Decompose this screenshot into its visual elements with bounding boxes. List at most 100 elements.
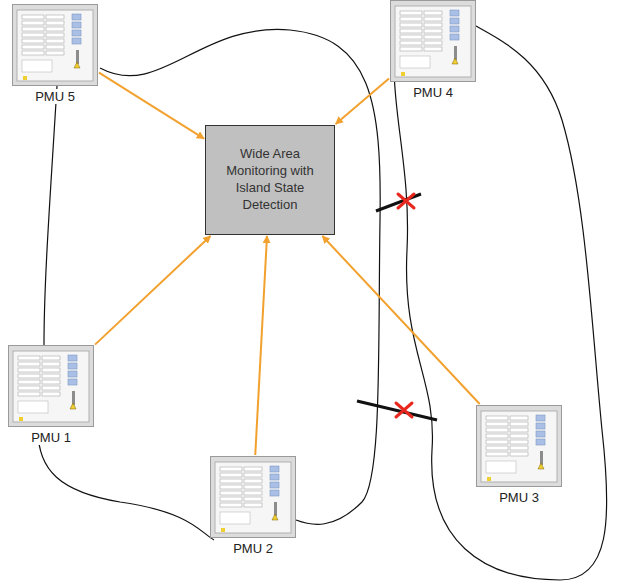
module-slot bbox=[18, 368, 40, 372]
indicator-button bbox=[68, 379, 77, 385]
power-line bbox=[394, 20, 607, 580]
module-slot bbox=[42, 374, 60, 378]
module-slot bbox=[46, 33, 64, 37]
data-link-arrow bbox=[99, 73, 204, 139]
module-slot bbox=[244, 491, 262, 495]
module-slot bbox=[424, 35, 442, 39]
indicator-button bbox=[68, 355, 77, 361]
module-slot bbox=[400, 29, 422, 33]
pmu-cabinet-icon bbox=[210, 456, 296, 538]
warning-sign bbox=[487, 477, 491, 481]
data-link-arrow bbox=[322, 236, 479, 404]
module-slot bbox=[42, 386, 60, 390]
module-slot bbox=[22, 45, 44, 49]
module-slot bbox=[42, 368, 60, 372]
module-slot bbox=[46, 15, 64, 19]
nameplate bbox=[22, 60, 52, 72]
module-slot bbox=[510, 434, 528, 438]
power-line bbox=[44, 86, 57, 345]
device-label: PMU 1 bbox=[29, 430, 73, 445]
module-slot bbox=[424, 11, 442, 15]
module-slot bbox=[400, 17, 422, 21]
module-slot bbox=[510, 452, 528, 456]
power-line bbox=[100, 29, 380, 524]
module-slot bbox=[510, 446, 528, 450]
nameplate bbox=[486, 461, 516, 473]
module-slot bbox=[42, 356, 60, 360]
warning-sign bbox=[74, 62, 80, 68]
pmu-cabinet-icon bbox=[390, 0, 476, 82]
module-slot bbox=[244, 503, 262, 507]
module-slot bbox=[400, 35, 422, 39]
warning-sign bbox=[538, 463, 544, 469]
pmu-device: PMU 3 bbox=[476, 405, 562, 505]
indicator-button bbox=[536, 439, 545, 445]
device-label: PMU 2 bbox=[231, 541, 275, 556]
module-slot bbox=[486, 416, 508, 420]
indicator-button bbox=[536, 415, 545, 421]
module-slot bbox=[18, 362, 40, 366]
module-slot bbox=[220, 473, 242, 477]
indicator-button bbox=[450, 18, 459, 24]
module-slot bbox=[42, 362, 60, 366]
door-handle bbox=[76, 50, 79, 64]
module-slot bbox=[46, 45, 64, 49]
open-breaker-mark bbox=[398, 194, 414, 208]
module-slot bbox=[510, 416, 528, 420]
module-slot bbox=[220, 497, 242, 501]
module-slot bbox=[42, 392, 60, 396]
module-slot bbox=[244, 473, 262, 477]
door-handle bbox=[540, 451, 543, 465]
nameplate bbox=[220, 512, 250, 524]
cut-tie-line bbox=[357, 401, 437, 420]
warning-sign bbox=[452, 58, 458, 64]
indicator-button bbox=[270, 466, 279, 472]
indicator-button bbox=[536, 431, 545, 437]
module-slot bbox=[400, 11, 422, 15]
module-slot bbox=[244, 497, 262, 501]
module-slot bbox=[46, 27, 64, 31]
module-slot bbox=[510, 422, 528, 426]
power-line bbox=[38, 430, 214, 540]
warning-sign bbox=[70, 403, 76, 409]
module-slot bbox=[244, 485, 262, 489]
module-slot bbox=[22, 21, 44, 25]
module-slot bbox=[220, 491, 242, 495]
module-slot bbox=[400, 41, 422, 45]
module-slot bbox=[220, 467, 242, 471]
cabinet-frame bbox=[477, 406, 562, 487]
module-slot bbox=[486, 452, 508, 456]
pmu-device: PMU 1 bbox=[8, 345, 94, 445]
module-slot bbox=[18, 356, 40, 360]
module-slot bbox=[18, 380, 40, 384]
indicator-button bbox=[450, 10, 459, 16]
pmu-cabinet-icon bbox=[12, 4, 98, 86]
data-link-arrow bbox=[95, 236, 210, 345]
module-slot bbox=[486, 434, 508, 438]
module-slot bbox=[22, 33, 44, 37]
cut-tie-line bbox=[376, 194, 421, 211]
module-slot bbox=[22, 27, 44, 31]
door-handle bbox=[454, 46, 457, 60]
module-slot bbox=[244, 479, 262, 483]
device-label: PMU 5 bbox=[33, 89, 77, 104]
indicator-button bbox=[270, 482, 279, 488]
cabinet-frame bbox=[9, 346, 94, 427]
door-handle bbox=[274, 502, 277, 516]
module-slot bbox=[220, 485, 242, 489]
cabinet-frame bbox=[13, 5, 98, 86]
indicator-button bbox=[270, 474, 279, 480]
pmu-device: PMU 5 bbox=[12, 4, 98, 104]
module-slot bbox=[424, 17, 442, 21]
module-slot bbox=[400, 47, 422, 51]
indicator-button bbox=[72, 14, 81, 20]
nameplate bbox=[18, 401, 48, 413]
module-slot bbox=[424, 47, 442, 51]
cabinet-door bbox=[481, 411, 557, 482]
module-slot bbox=[18, 374, 40, 378]
pmu-cabinet-icon bbox=[476, 405, 562, 487]
indicator-button bbox=[536, 423, 545, 429]
module-slot bbox=[22, 39, 44, 43]
warning-sign bbox=[19, 417, 23, 421]
module-slot bbox=[244, 467, 262, 471]
